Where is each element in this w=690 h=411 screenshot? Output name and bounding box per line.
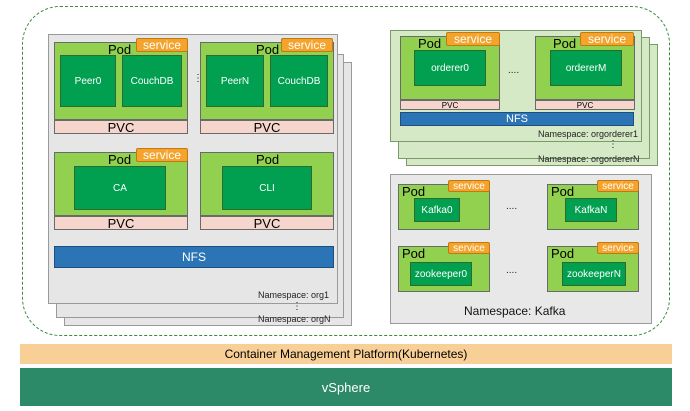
pod-label: Pod bbox=[402, 184, 426, 199]
pod-label: Pod bbox=[256, 152, 280, 167]
ca-container: CA bbox=[74, 166, 166, 210]
zookeeperN-container: zookeeperN bbox=[562, 262, 626, 286]
pod-label: Pod bbox=[402, 246, 426, 261]
pod-label: Pod bbox=[551, 184, 575, 199]
namespace-label-kafka: Namespace: Kafka bbox=[464, 304, 566, 318]
horizontal-dots: .... bbox=[508, 65, 520, 76]
vertical-dots: ⋮ bbox=[193, 73, 203, 84]
pvc-ca: PVC bbox=[54, 216, 188, 231]
zookeeper0-container: zookeeper0 bbox=[410, 262, 472, 286]
pvc-orderer0: PVC bbox=[400, 100, 500, 110]
cluster-boundary bbox=[22, 6, 670, 336]
namespace-label-org1: Namespace: org1 bbox=[258, 290, 330, 300]
orderer0-container: orderer0 bbox=[414, 50, 486, 86]
service-badge: service bbox=[281, 38, 333, 52]
pod-label: Pod bbox=[108, 42, 132, 57]
container-management-platform-bar: Container Management Platform(Kubernetes… bbox=[20, 344, 672, 364]
service-badge: service bbox=[446, 32, 500, 46]
vsphere-bar: vSphere bbox=[20, 368, 672, 406]
pvc-cli: PVC bbox=[200, 216, 334, 231]
service-badge: service bbox=[448, 180, 490, 192]
peer0-container: Peer0 bbox=[60, 55, 116, 107]
couchdb-container: CouchDB bbox=[270, 55, 328, 107]
namespace-label-ordererN: Namespace: orgordererN bbox=[538, 154, 640, 164]
service-badge: service bbox=[597, 242, 639, 254]
pod-label: Pod bbox=[418, 36, 442, 51]
couchdb-container: CouchDB bbox=[122, 55, 182, 107]
pod-label: Pod bbox=[553, 36, 577, 51]
horizontal-dots: .... bbox=[506, 201, 518, 212]
service-badge: service bbox=[136, 148, 188, 162]
ordererM-container: ordererM bbox=[550, 50, 622, 86]
vertical-dots: ⋮ bbox=[608, 139, 618, 150]
pod-label: Pod bbox=[108, 152, 132, 167]
cli-container: CLI bbox=[222, 166, 312, 210]
service-badge: service bbox=[136, 38, 188, 52]
pvc-ordererM: PVC bbox=[535, 100, 635, 110]
service-badge: service bbox=[580, 32, 634, 46]
vertical-dots: ⋮ bbox=[292, 301, 302, 312]
kafkaN-container: KafkaN bbox=[565, 198, 617, 222]
pvc-peerN: PVC bbox=[200, 120, 334, 135]
service-badge: service bbox=[448, 242, 490, 254]
peerN-container: PeerN bbox=[206, 55, 264, 107]
nfs-org: NFS bbox=[54, 246, 334, 268]
kafka0-container: Kafka0 bbox=[414, 198, 460, 222]
namespace-label-orgN: Namespace: orgN bbox=[258, 314, 331, 324]
namespace-label-orderer1: Namespace: orgorderer1 bbox=[538, 129, 639, 139]
pod-label: Pod bbox=[256, 42, 280, 57]
service-badge: service bbox=[597, 180, 639, 192]
nfs-orderer: NFS bbox=[400, 112, 634, 126]
pvc-peer0: PVC bbox=[54, 120, 188, 135]
horizontal-dots: .... bbox=[506, 265, 518, 276]
pod-label: Pod bbox=[551, 246, 575, 261]
